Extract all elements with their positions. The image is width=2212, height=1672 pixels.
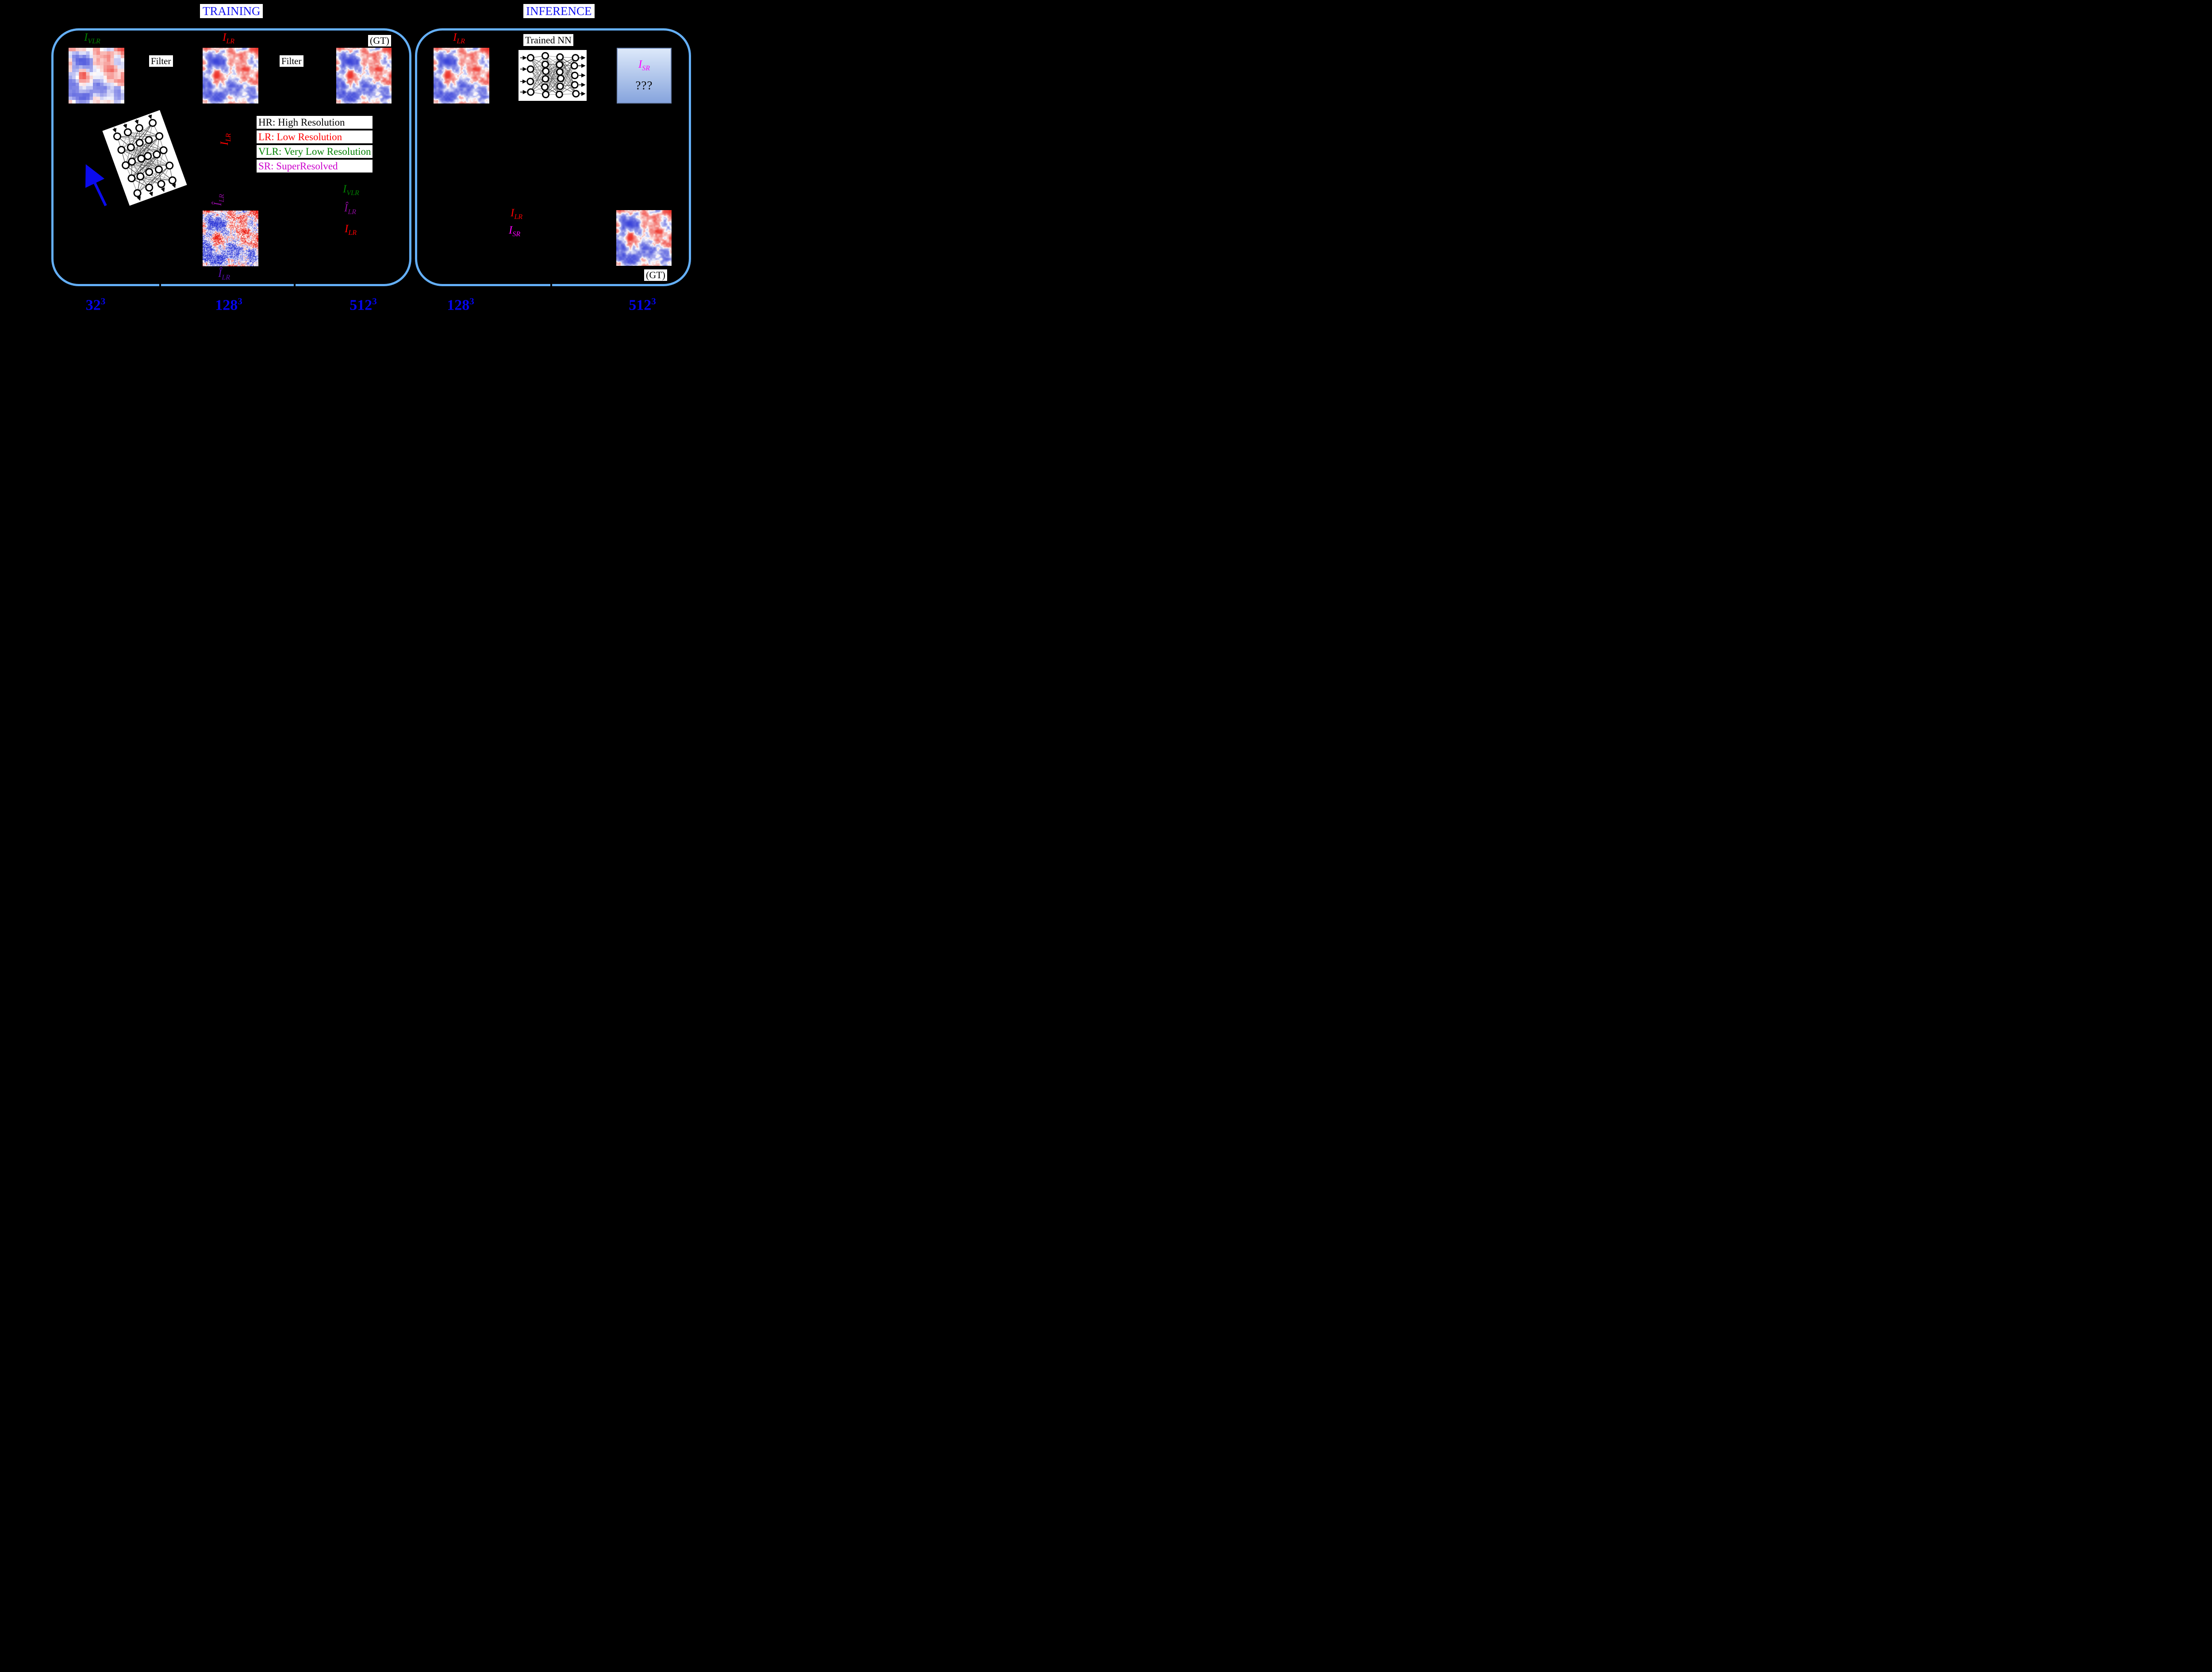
legend: HR: High Resolution LR: Low Resolution V… (257, 116, 373, 173)
training-arrow-icon (85, 164, 107, 207)
ilrhat-label-mid: ÎLR (344, 202, 356, 216)
arrow-tick-icon-2 (294, 282, 296, 287)
hr-gt-image (336, 48, 392, 104)
lr-image (203, 48, 258, 104)
filter-label-2: Filter (280, 55, 303, 67)
inference-gt-image (616, 210, 672, 266)
training-nn-svg (112, 114, 177, 201)
ilrhat-label-bottom: ÎLR (218, 268, 230, 282)
inference-panel (415, 28, 691, 286)
ilr-label-mid: ILR (345, 223, 357, 237)
legend-sr: SR: SuperResolved (257, 160, 373, 173)
vlr-image (69, 48, 124, 104)
isr-unknown-box: ISR ??? (617, 48, 672, 104)
isr-label-box: ISR (638, 58, 650, 73)
inference-lr-image (434, 48, 489, 104)
training-nn-diagram (102, 110, 187, 206)
trained-nn-label: Trained NN (523, 34, 573, 46)
resolution-128-training: 1283 (215, 296, 242, 314)
inference-nn-diagram (518, 50, 587, 101)
legend-vlr: VLR: Very Low Resolution (257, 145, 373, 158)
resolution-512-training: 5123 (349, 296, 377, 314)
arrow-tick-icon-3 (550, 282, 552, 287)
unknown-label: ??? (635, 79, 653, 92)
arrow-tick-icon-1 (159, 282, 161, 287)
ilr-label-rotated: ILR (219, 133, 232, 146)
ivlr-label-mid: IVLR (343, 183, 359, 197)
training-title: TRAINING (200, 4, 263, 18)
training-panel (51, 28, 411, 286)
gt-label-bottom: (GT) (644, 269, 667, 281)
ilr-label-top: ILR (223, 31, 234, 46)
gt-label-top: (GT) (368, 35, 391, 46)
inference-nn-svg (520, 52, 586, 99)
resolution-32: 323 (85, 296, 106, 314)
lr-hat-image (203, 211, 258, 266)
resolution-128-inference: 1283 (447, 296, 474, 314)
figure-canvas: TRAINING INFERENCE IVLR Filter ILR Filte… (0, 0, 694, 344)
ivlr-label: IVLR (84, 31, 100, 46)
legend-hr: HR: High Resolution (257, 116, 373, 129)
legend-lr: LR: Low Resolution (257, 130, 373, 143)
filter-label-1: Filter (149, 55, 173, 67)
ilr-label-inference-top: ILR (453, 31, 465, 46)
ilr-label-inference-mid: ILR (511, 207, 522, 221)
isr-label-inference-mid: ISR (509, 224, 521, 238)
inference-title: INFERENCE (523, 4, 595, 18)
resolution-512-inference: 5123 (629, 296, 656, 314)
